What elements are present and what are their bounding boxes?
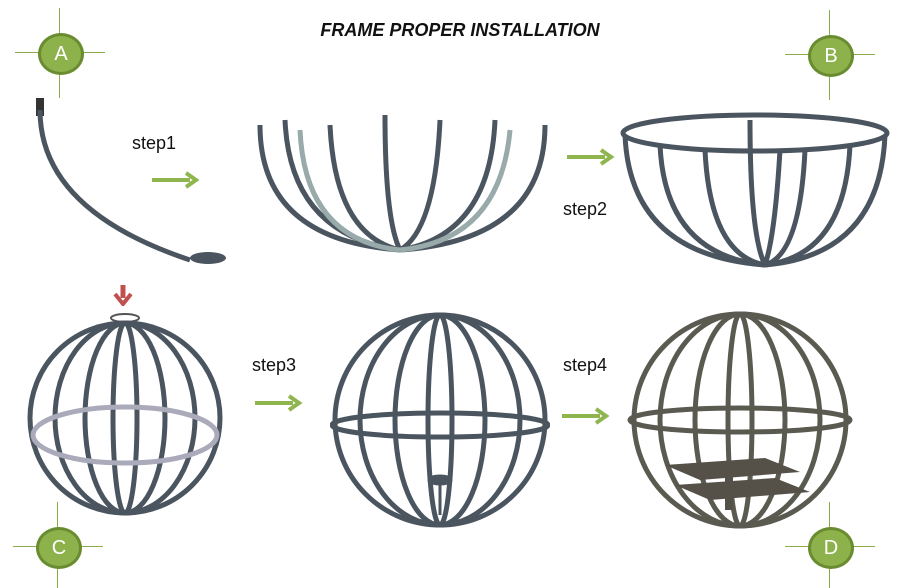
arrow-right-icon <box>567 148 615 166</box>
diagram-title: FRAME PROPER INSTALLATION <box>320 20 600 40</box>
ribs-assembled-image <box>257 114 548 253</box>
arrow-right-icon <box>255 394 303 412</box>
badge-d: D <box>785 502 875 588</box>
arrow-right-icon <box>562 407 610 425</box>
single-rib-image <box>36 98 226 264</box>
step1-label: step1 <box>132 133 177 153</box>
badge-c: C <box>13 502 103 588</box>
arrow-right-icon <box>152 171 200 189</box>
bowl-with-ring-image <box>620 112 890 268</box>
sphere-with-picnic-table-image <box>627 311 853 529</box>
badge-b: B <box>785 10 875 100</box>
sphere-frame-image <box>330 312 550 528</box>
step2-label: step2 <box>563 199 608 219</box>
step4-label: step4 <box>563 355 608 375</box>
picnic-table <box>665 458 810 510</box>
badge-a: A <box>15 8 105 98</box>
arrow-down-marker-icon <box>113 285 133 306</box>
sphere-frame-top-cap-image <box>27 313 223 516</box>
step3-label: step3 <box>252 355 297 375</box>
